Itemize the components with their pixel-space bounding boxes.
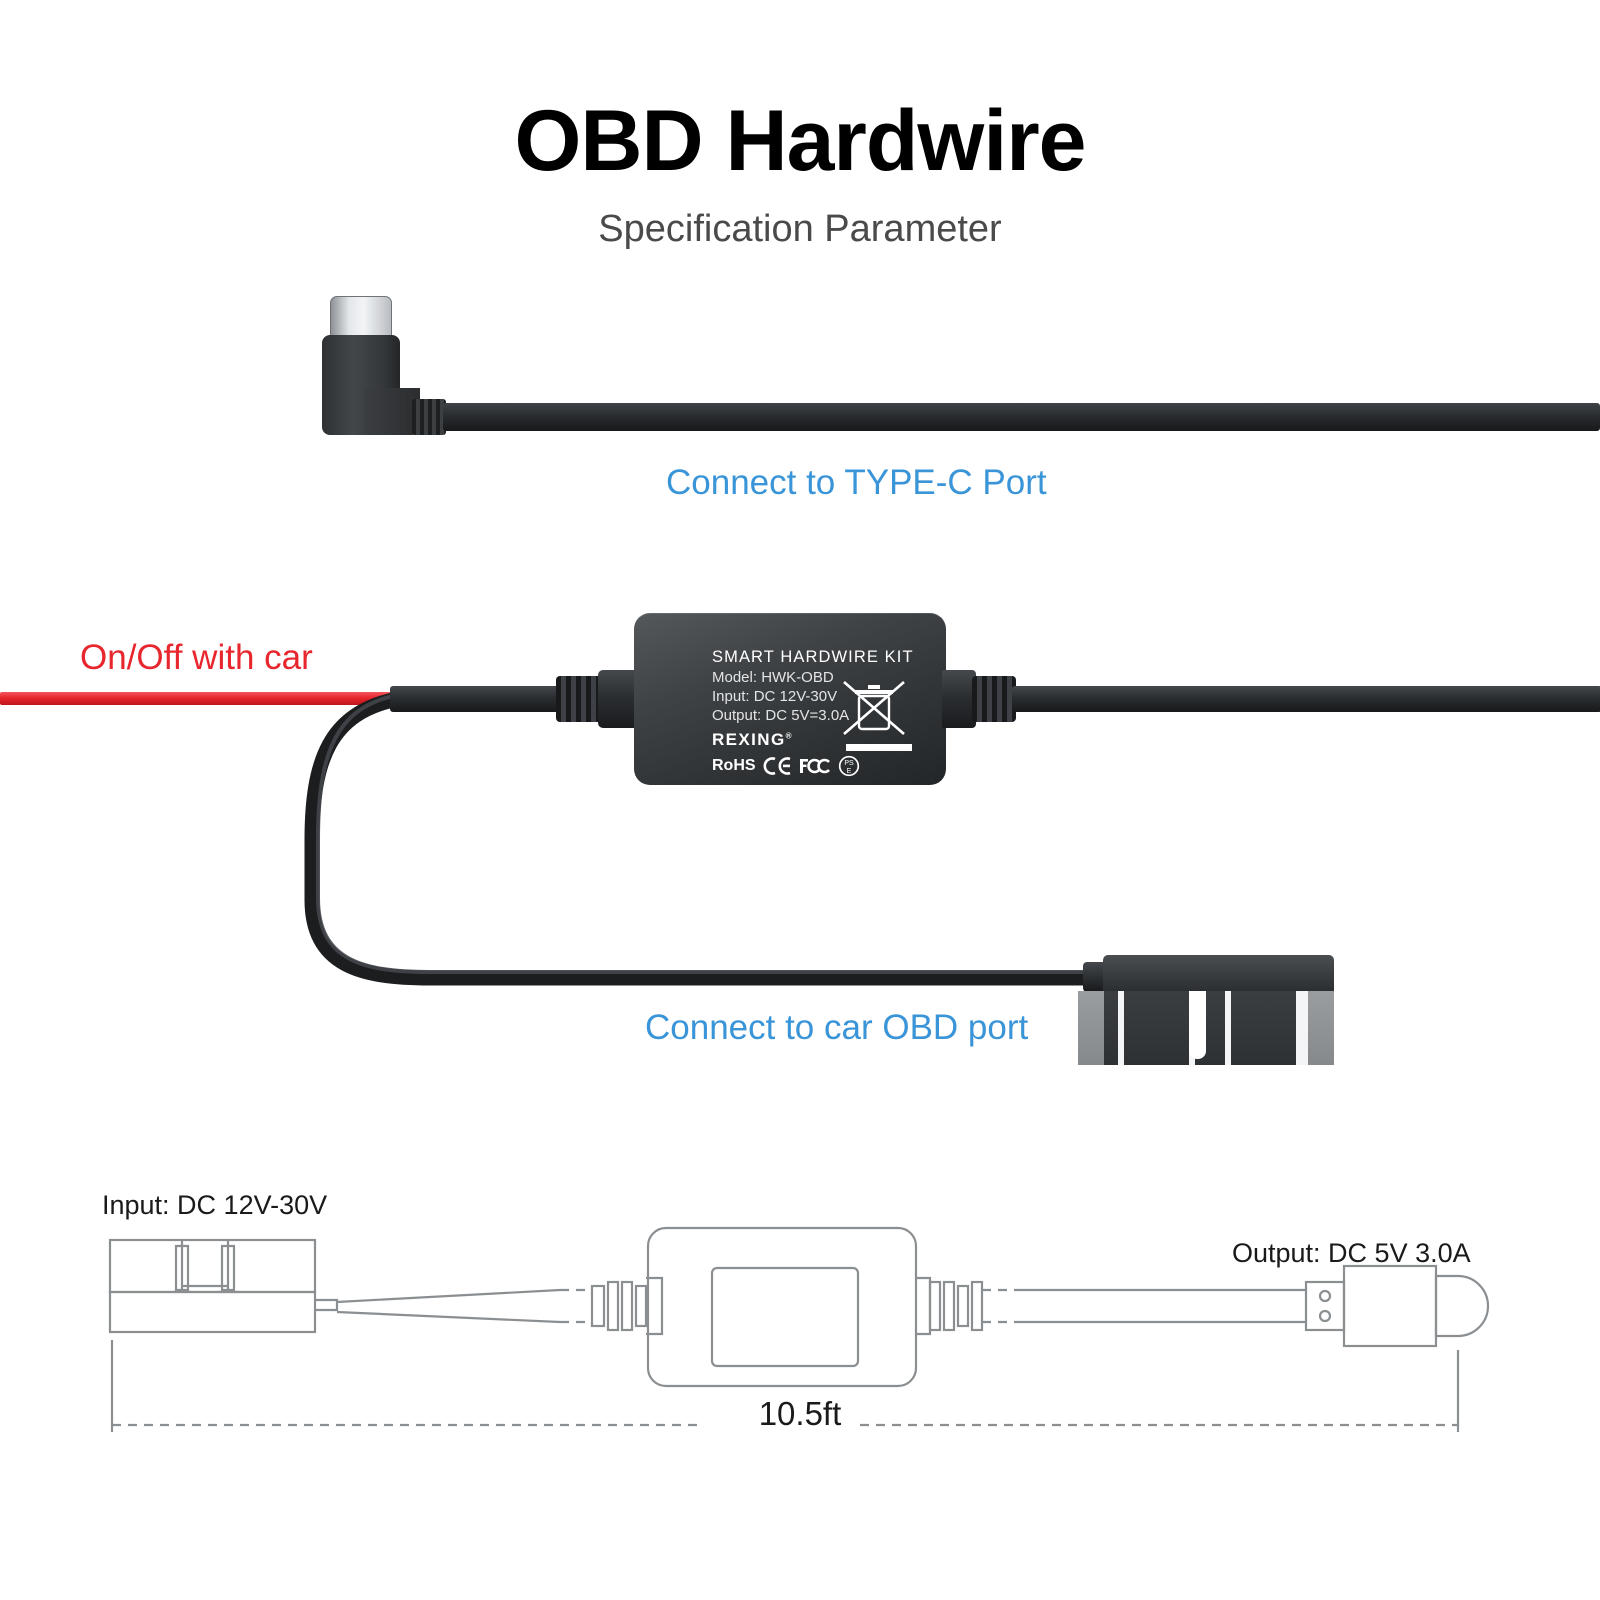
module-spec-label: SMART HARDWIRE KIT Model: HWK-OBD Input:… bbox=[712, 648, 942, 777]
brand-text: REXING bbox=[712, 730, 786, 749]
label-model: Model: HWK-OBD bbox=[712, 669, 834, 686]
diagram-length-label: 10.5ft bbox=[758, 1395, 842, 1432]
module-strain-relief-left bbox=[556, 676, 602, 722]
dimension-line-drawing bbox=[108, 1226, 1490, 1432]
registered-trademark-icon: ® bbox=[785, 731, 793, 741]
label-brand-rexing: REXING® bbox=[712, 730, 942, 750]
callout-type-c-port: Connect to TYPE-C Port bbox=[666, 463, 1047, 502]
type-c-plug-tip-icon bbox=[330, 296, 392, 338]
page-subtitle: Specification Parameter bbox=[598, 208, 1002, 250]
label-input: Input: DC 12V-30V bbox=[712, 688, 838, 705]
page-title: OBD Hardwire bbox=[514, 93, 1086, 189]
module-strain-relief-right bbox=[972, 676, 1016, 722]
weee-crossed-out-bin-icon bbox=[843, 681, 905, 735]
svg-text:PS: PS bbox=[844, 760, 854, 767]
module-cable-left bbox=[390, 686, 560, 712]
line-art-cable-left bbox=[336, 1288, 592, 1324]
rohs-mark: RoHS bbox=[712, 757, 756, 774]
on-off-red-wire bbox=[0, 692, 400, 705]
callout-on-off-with-car: On/Off with car bbox=[80, 638, 313, 677]
dimension-extension-lines bbox=[110, 1340, 1460, 1432]
type-c-connector-elbow bbox=[364, 388, 420, 435]
module-neck-right bbox=[942, 670, 976, 728]
obd-plug-key-slot bbox=[1189, 991, 1206, 1059]
diagram-input-label: Input: DC 12V-30V bbox=[102, 1190, 328, 1220]
type-c-connector-illustration bbox=[300, 296, 1600, 486]
diagram-output-label: Output: DC 5V 3.0A bbox=[1232, 1238, 1471, 1268]
smart-hardwire-kit-module bbox=[634, 613, 946, 785]
module-cable-right bbox=[1012, 686, 1600, 712]
obd-plug-body bbox=[1078, 991, 1334, 1065]
line-art-obd-connector bbox=[108, 1238, 339, 1334]
callout-car-obd-port: Connect to car OBD port bbox=[645, 1008, 1029, 1047]
type-c-strain-relief bbox=[412, 399, 446, 435]
label-product-name: SMART HARDWIRE KIT bbox=[712, 648, 914, 666]
fcc-mark-icon bbox=[799, 758, 830, 774]
line-art-strain-relief-right bbox=[916, 1276, 984, 1336]
ce-mark-icon bbox=[763, 757, 791, 775]
line-art-module bbox=[646, 1226, 918, 1388]
line-art-type-c-connector bbox=[1304, 1264, 1490, 1348]
pse-mark-icon: PS E bbox=[838, 755, 859, 777]
svg-text:E: E bbox=[846, 768, 851, 775]
type-c-cable bbox=[443, 403, 1600, 431]
label-white-bar bbox=[846, 744, 912, 751]
line-art-strain-relief-left bbox=[590, 1276, 664, 1336]
certification-marks-row: RoHS PS E bbox=[712, 755, 942, 777]
label-output: Output: DC 5V=3.0A bbox=[712, 707, 850, 724]
line-art-cable-right bbox=[982, 1288, 1306, 1324]
obd-plug-top-bar bbox=[1103, 955, 1334, 991]
